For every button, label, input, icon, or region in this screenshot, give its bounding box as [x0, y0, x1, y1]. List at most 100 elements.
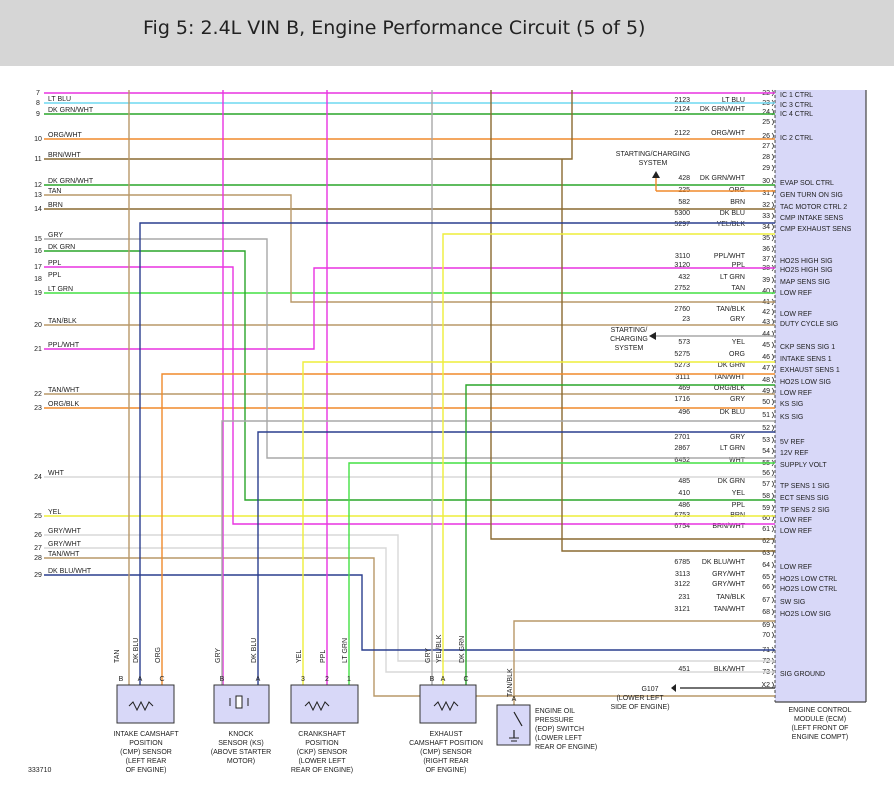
ecm-pin-function: EVAP SOL CTRL: [780, 180, 834, 187]
ecm-pin-number: 58: [762, 493, 770, 500]
pin-terminal: [771, 353, 774, 361]
ecm-pin-function: IC 4 CTRL: [780, 111, 813, 118]
ecm-pin-number: 28: [762, 154, 770, 161]
wire-color-label: DK BLU: [720, 210, 745, 217]
circuit-number: 3110: [675, 253, 690, 260]
pin-terminal: [771, 364, 774, 372]
knock-label: SENSOR (KS): [218, 740, 264, 747]
wire-color-label: YEL: [732, 490, 745, 497]
left-wire-label: YEL: [48, 509, 61, 516]
wire-color-label: YEL: [732, 339, 745, 346]
left-wire-label: TAN/WHT: [48, 551, 80, 558]
pin-terminal: [771, 681, 774, 689]
ecm-pin-function: GEN TURN ON SIG: [780, 192, 843, 199]
ecm-pin-number: 25: [762, 119, 770, 126]
intake_cmp-pin: A: [138, 676, 143, 683]
circuit-number: 410: [678, 490, 690, 497]
pin-terminal: [771, 621, 774, 629]
knock-wire-color: GRY: [215, 648, 222, 663]
wire-color-label: LT GRN: [720, 445, 745, 452]
pin-terminal: [771, 424, 774, 432]
left-wire-number: 16: [34, 248, 42, 255]
pin-terminal: [771, 245, 774, 253]
pin-terminal: [771, 608, 774, 616]
left-wire-label: PPL: [48, 272, 61, 279]
ecm-pin-number: 64: [762, 562, 770, 569]
circuit-number: 469: [678, 385, 690, 392]
pin-terminal: [771, 376, 774, 384]
left-wire-label: GRY/WHT: [48, 528, 82, 535]
page-title: Fig 5: 2.4L VIN B, Engine Performance Ci…: [143, 17, 646, 39]
wire-lowref-61: [561, 159, 775, 552]
intake_cmp-wire-color: DK BLU: [133, 638, 140, 663]
wire-color-label: ORG: [729, 351, 745, 358]
pin-terminal: [771, 561, 774, 569]
ecm-pin-number: 56: [762, 470, 770, 477]
pin-terminal: [771, 398, 774, 406]
pin-terminal: [771, 631, 774, 639]
ckp-sensor-box: [290, 684, 359, 724]
ecm-pin-function: LOW REF: [780, 390, 812, 397]
ckp-resistor-icon: [304, 700, 330, 712]
left-wire-label: DK GRN/WHT: [48, 107, 94, 114]
circuit-number: 582: [678, 199, 690, 206]
ckp-label: CRANKSHAFT: [298, 731, 346, 738]
knock-wire-color: DK BLU: [251, 638, 258, 663]
pin-terminal: [771, 276, 774, 284]
ecm-pin-number: 67: [762, 597, 770, 604]
ecm-pin-function: LOW REF: [780, 528, 812, 535]
exhaust_cmp-pin: B: [430, 676, 435, 683]
wire-ks-1716: [221, 420, 775, 686]
exhaust_cmp-label: (RIGHT REAR: [423, 758, 468, 765]
intake-resistor-icon: [128, 700, 154, 712]
intake_cmp-label: OF ENGINE): [126, 767, 167, 774]
ecm-pin-number: 63: [762, 550, 770, 557]
pin-terminal: [771, 447, 774, 455]
ecm-pin-number: 24: [762, 109, 770, 116]
pin-terminal: [771, 387, 774, 395]
wire-color-label: GRY: [730, 396, 745, 403]
circuit-number: 485: [678, 478, 690, 485]
exhaust_cmp-label: (CMP) SENSOR: [420, 749, 472, 756]
wire-color-label: GRY/WHT: [712, 571, 746, 578]
ecm-pin-number: 36: [762, 246, 770, 253]
wire-color-label: WHT: [729, 457, 746, 464]
wire-tp1: [44, 250, 775, 501]
ckp-label: (LOWER LEFT: [298, 758, 346, 765]
pin-terminal: [771, 504, 774, 512]
ckp-wire-color: LT GRN: [342, 638, 349, 663]
left-wire-number: 10: [34, 136, 42, 143]
eop-label: REAR OF ENGINE): [535, 744, 597, 751]
circuit-number: 231: [678, 594, 690, 601]
ecm-pin-number: 45: [762, 342, 770, 349]
ecm-pin-number: 52: [762, 425, 770, 432]
exhaust-resistor-icon: [433, 700, 459, 712]
wire-color-label: TAN/WHT: [714, 606, 746, 613]
eop-wire-color: TAN/BLK: [507, 668, 514, 697]
left-wire-label: DK GRN/WHT: [48, 178, 94, 185]
left-wire-number: 13: [34, 192, 42, 199]
left-wire-number: 25: [34, 513, 42, 520]
pin-terminal: [771, 164, 774, 172]
left-wire-number: 11: [34, 156, 41, 163]
ecm-pin-function: HO2S LOW SIG: [780, 379, 831, 386]
exhaust_cmp-label: CAMSHAFT POSITION: [409, 740, 483, 747]
ecm-label: (LEFT FRONT OF: [792, 725, 849, 732]
ecm-block: [775, 90, 866, 702]
circuit-number: 5275: [674, 351, 690, 358]
exhaust_cmp-wire-color: YEL/BLK: [436, 634, 443, 663]
left-wire-label: PPL: [48, 260, 61, 267]
ecm-pin-number: 69: [762, 622, 770, 629]
ckp-label: POSITION: [305, 740, 338, 747]
ground-label: SIDE OF ENGINE): [610, 704, 669, 711]
ecm-pin-number: 61: [762, 526, 770, 533]
left-wire-label: DK GRN: [48, 244, 75, 251]
ecm-pin-number: 34: [762, 224, 770, 231]
wire-color-label: ORG/WHT: [711, 130, 746, 137]
wire-color-label: TAN: [732, 285, 745, 292]
eop-label: PRESSURE: [535, 717, 574, 724]
ecm-pin-number: 51: [762, 412, 770, 419]
wire-color-label: DK GRN: [718, 362, 745, 369]
ecm-pin-number: 53: [762, 437, 770, 444]
circuit-number: 3111: [675, 374, 690, 381]
